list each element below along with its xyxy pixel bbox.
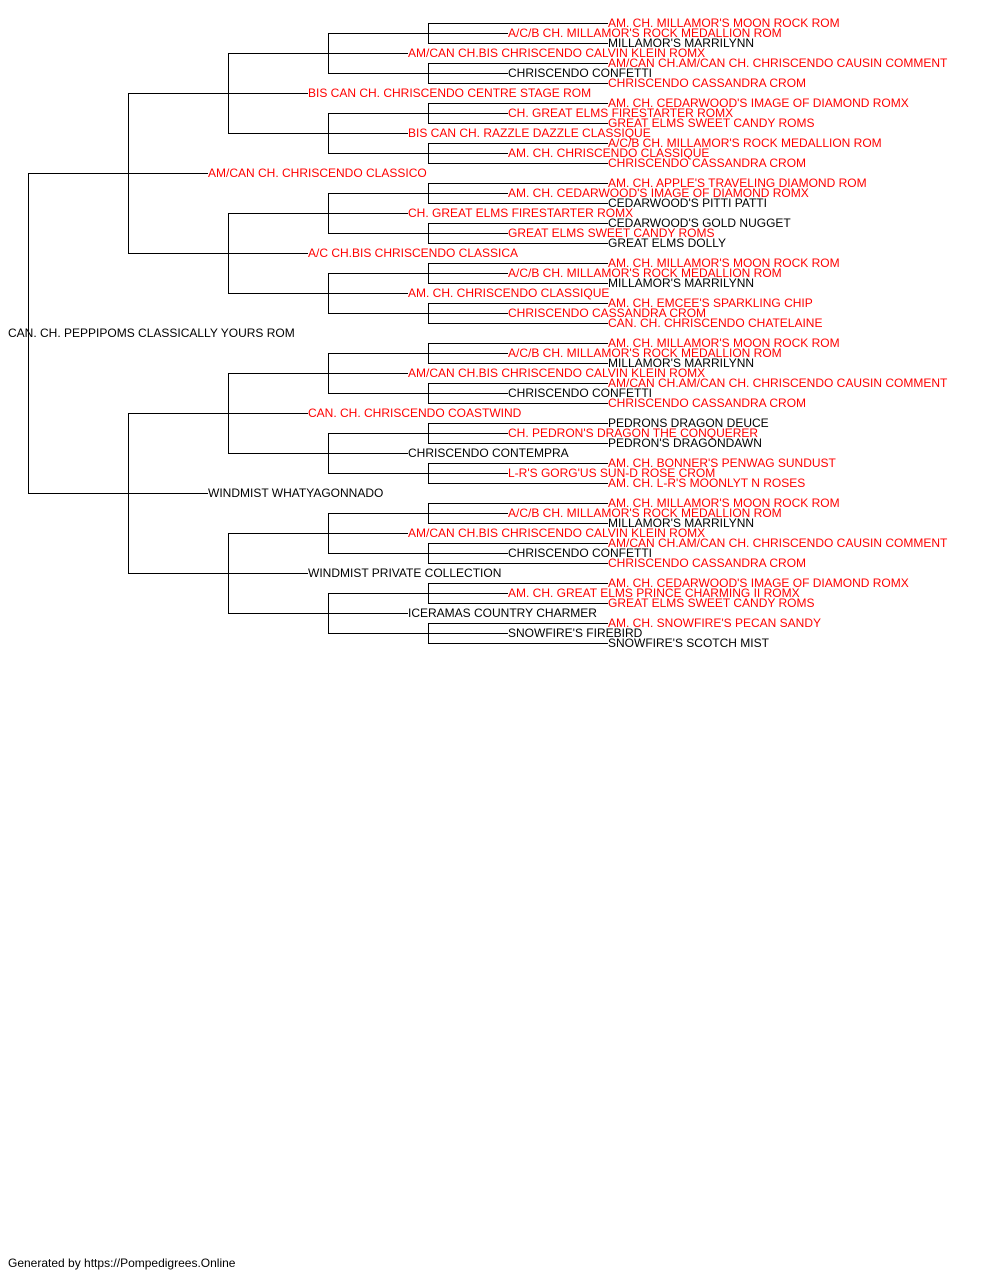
dog-sire-dam-sire-dam-dam: GREAT ELMS DOLLY	[608, 236, 726, 250]
dog-sire-dam-dam-sire: A/C/B CH. MILLAMOR'S ROCK MEDALLION ROM	[508, 266, 782, 280]
dog-sire-sire: BIS CAN CH. CHRISCENDO CENTRE STAGE ROM	[308, 86, 591, 100]
dog-dam-dam-sire-sire-dam: MILLAMOR'S MARRILYNN	[608, 516, 754, 530]
dog-dam-sire-dam-sire-sire: PEDRONS DRAGON DEUCE	[608, 416, 769, 430]
dog-dam-sire-sire: AM/CAN CH.BIS CHRISCENDO CALVIN KLEIN RO…	[408, 366, 705, 380]
dog-dam-sire-dam-dam-dam: AM. CH. L-R'S MOONLYT N ROSES	[608, 476, 805, 490]
dog-sire-dam-dam: AM. CH. CHRISCENDO CLASSIQUE	[408, 286, 609, 300]
dog-sire-sire-sire-dam-dam: CHRISCENDO CASSANDRA CROM	[608, 76, 806, 90]
dog-dam-dam-dam-sire-sire: AM. CH. CEDARWOOD'S IMAGE OF DIAMOND ROM…	[608, 576, 909, 590]
pedigree-tree: CAN. CH. PEPPIPOMS CLASSICALLY YOURS ROM…	[8, 16, 948, 650]
dog-sire-sire-sire: AM/CAN CH.BIS CHRISCENDO CALVIN KLEIN RO…	[408, 46, 705, 60]
dog-sire-dam-sire-sire-sire: AM. CH. APPLE'S TRAVELING DIAMOND ROM	[608, 176, 867, 190]
dog-dam-sire-sire-sire-sire: AM. CH. MILLAMOR'S MOON ROCK ROM	[608, 336, 840, 350]
dog-sire-sire-dam-dam-sire: A/C/B CH. MILLAMOR'S ROCK MEDALLION ROM	[608, 136, 882, 150]
dog-sire-dam-dam-dam-sire: AM. CH. EMCEE'S SPARKLING CHIP	[608, 296, 813, 310]
dog-subject: CAN. CH. PEPPIPOMS CLASSICALLY YOURS ROM	[8, 326, 295, 340]
dog-dam-sire-dam-sire-dam: PEDRON'S DRAGONDAWN	[608, 436, 762, 450]
dog-dam-sire-dam-sire: CH. PEDRON'S DRAGON THE CONQUERER	[508, 426, 758, 440]
dog-dam-dam-dam-dam: SNOWFIRE'S FIREBIRD	[508, 626, 643, 640]
dog-sire-sire-dam-dam-dam: CHRISCENDO CASSANDRA CROM	[608, 156, 806, 170]
dog-sire-dam-sire-sire: AM. CH. CEDARWOOD'S IMAGE OF DIAMOND ROM…	[508, 186, 809, 200]
dog-sire-dam: A/C CH.BIS CHRISCENDO CLASSICA	[308, 246, 518, 260]
dog-sire-sire-sire-sire-sire: AM. CH. MILLAMOR'S MOON ROCK ROM	[608, 16, 840, 30]
dog-dam-dam-dam-dam-sire: AM. CH. SNOWFIRE'S PECAN SANDY	[608, 616, 821, 630]
dog-dam-sire: CAN. CH. CHRISCENDO COASTWIND	[308, 406, 522, 420]
dog-sire-sire-dam-dam: AM. CH. CHRISCENDO CLASSIQUE	[508, 146, 709, 160]
dog-sire-dam-dam-dam: CHRISCENDO CASSANDRA CROM	[508, 306, 706, 320]
dog-sire-sire-sire-sire: A/C/B CH. MILLAMOR'S ROCK MEDALLION ROM	[508, 26, 782, 40]
dog-dam-dam-sire-dam: CHRISCENDO CONFETTI	[508, 546, 652, 560]
dog-dam-dam-dam-sire: AM. CH. GREAT ELMS PRINCE CHARMING II RO…	[508, 586, 800, 600]
dog-dam-dam-sire: AM/CAN CH.BIS CHRISCENDO CALVIN KLEIN RO…	[408, 526, 705, 540]
dog-dam-sire-dam: CHRISCENDO CONTEMPRA	[408, 446, 569, 460]
dog-dam-sire-dam-dam-sire: AM. CH. BONNER'S PENWAG SUNDUST	[608, 456, 837, 470]
dog-sire-dam-dam-dam-dam: CAN. CH. CHRISCENDO CHATELAINE	[608, 316, 822, 330]
dog-dam-dam: WINDMIST PRIVATE COLLECTION	[308, 566, 501, 580]
dog-dam-sire-sire-sire: A/C/B CH. MILLAMOR'S ROCK MEDALLION ROM	[508, 346, 782, 360]
generated-by-footer: Generated by https://Pompedigrees.Online	[8, 1256, 236, 1270]
dog-sire-sire-dam: BIS CAN CH. RAZZLE DAZZLE CLASSIQUE	[408, 126, 651, 140]
dog-dam-sire-sire-dam: CHRISCENDO CONFETTI	[508, 386, 652, 400]
dog-sire-dam-dam-sire-sire: AM. CH. MILLAMOR'S MOON ROCK ROM	[608, 256, 840, 270]
dog-dam-dam-dam-dam-dam: SNOWFIRE'S SCOTCH MIST	[608, 636, 770, 650]
dog-dam-dam-dam-sire-dam: GREAT ELMS SWEET CANDY ROMS	[608, 596, 814, 610]
dog-sire-dam-sire: CH. GREAT ELMS FIRESTARTER ROMX	[408, 206, 633, 220]
dog-dam-sire-sire-sire-dam: MILLAMOR'S MARRILYNN	[608, 356, 754, 370]
dog-dam-sire-sire-dam-dam: CHRISCENDO CASSANDRA CROM	[608, 396, 806, 410]
dog-dam-dam-sire-sire: A/C/B CH. MILLAMOR'S ROCK MEDALLION ROM	[508, 506, 782, 520]
dog-dam-dam-sire-dam-sire: AM/CAN CH.AM/CAN CH. CHRISCENDO CAUSIN C…	[608, 536, 948, 550]
dog-sire-dam-sire-sire-dam: CEDARWOOD'S PITTI PATTI	[608, 196, 767, 210]
dog-dam: WINDMIST WHATYAGONNADO	[208, 486, 383, 500]
dog-sire-sire-sire-dam: CHRISCENDO CONFETTI	[508, 66, 652, 80]
dog-dam-sire-sire-dam-sire: AM/CAN CH.AM/CAN CH. CHRISCENDO CAUSIN C…	[608, 376, 948, 390]
dog-dam-dam-dam: ICERAMAS COUNTRY CHARMER	[408, 606, 597, 620]
dog-sire-sire-sire-sire-dam: MILLAMOR'S MARRILYNN	[608, 36, 754, 50]
dog-dam-dam-sire-dam-dam: CHRISCENDO CASSANDRA CROM	[608, 556, 806, 570]
dog-sire-dam-dam-sire-dam: MILLAMOR'S MARRILYNN	[608, 276, 754, 290]
dog-dam-dam-sire-sire-sire: AM. CH. MILLAMOR'S MOON ROCK ROM	[608, 496, 840, 510]
dog-sire-dam-sire-dam: GREAT ELMS SWEET CANDY ROMS	[508, 226, 714, 240]
dog-sire-sire-dam-sire: CH. GREAT ELMS FIRESTARTER ROMX	[508, 106, 733, 120]
dog-dam-sire-dam-dam: L-R'S GORG'US SUN-D ROSE CROM	[508, 466, 715, 480]
dog-sire: AM/CAN CH. CHRISCENDO CLASSICO	[208, 166, 427, 180]
dog-sire-dam-sire-dam-sire: CEDARWOOD'S GOLD NUGGET	[608, 216, 791, 230]
dog-sire-sire-dam-sire-sire: AM. CH. CEDARWOOD'S IMAGE OF DIAMOND ROM…	[608, 96, 909, 110]
dog-sire-sire-dam-sire-dam: GREAT ELMS SWEET CANDY ROMS	[608, 116, 814, 130]
dog-sire-sire-sire-dam-sire: AM/CAN CH.AM/CAN CH. CHRISCENDO CAUSIN C…	[608, 56, 948, 70]
